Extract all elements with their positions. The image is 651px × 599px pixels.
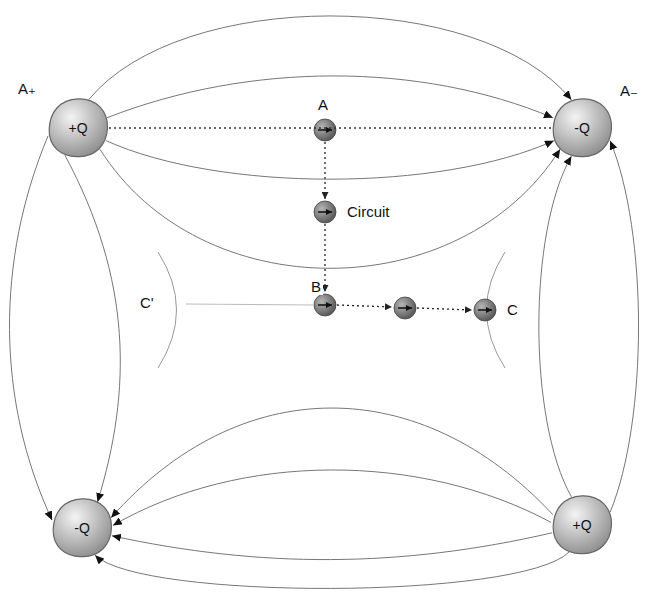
field-line bbox=[100, 149, 560, 268]
dotted-path bbox=[324, 142, 325, 199]
point-label: B bbox=[309, 278, 323, 295]
charge-label: -Q bbox=[574, 120, 590, 136]
point-label: A₋ bbox=[618, 82, 640, 99]
point-label: A₊ bbox=[16, 80, 38, 97]
field-line bbox=[539, 156, 572, 497]
dotted-path bbox=[337, 305, 392, 307]
field-line bbox=[106, 141, 554, 179]
charge-blob: -Q bbox=[50, 497, 114, 559]
dipole bbox=[394, 297, 416, 319]
charge-blob: -Q bbox=[550, 97, 614, 159]
dipole bbox=[474, 299, 496, 321]
field-line bbox=[95, 552, 569, 588]
guide-line bbox=[186, 304, 313, 305]
dipole bbox=[314, 119, 336, 141]
field-line bbox=[107, 76, 553, 118]
field-line bbox=[10, 136, 53, 520]
dotted-path bbox=[324, 224, 325, 292]
curve-c-prime bbox=[158, 252, 177, 368]
charge-label: -Q bbox=[74, 520, 90, 536]
charge-blob: +Q bbox=[46, 97, 110, 159]
point-label: Circuit bbox=[345, 203, 392, 220]
point-label: C bbox=[505, 301, 520, 318]
dotted-line bbox=[109, 127, 551, 128]
charge-label: +Q bbox=[572, 517, 591, 533]
dipole bbox=[314, 201, 336, 223]
field-line bbox=[89, 16, 572, 100]
point-label: A bbox=[316, 96, 330, 113]
dotted-path bbox=[417, 308, 472, 310]
field-line bbox=[65, 155, 120, 502]
charge-blob: +Q bbox=[550, 494, 614, 556]
charge-label: +Q bbox=[68, 120, 87, 136]
point-label: C' bbox=[138, 294, 156, 311]
field-line bbox=[112, 533, 552, 560]
field-line bbox=[610, 141, 638, 513]
field-line bbox=[111, 408, 553, 518]
field-line bbox=[113, 470, 551, 525]
dipole bbox=[314, 294, 336, 316]
